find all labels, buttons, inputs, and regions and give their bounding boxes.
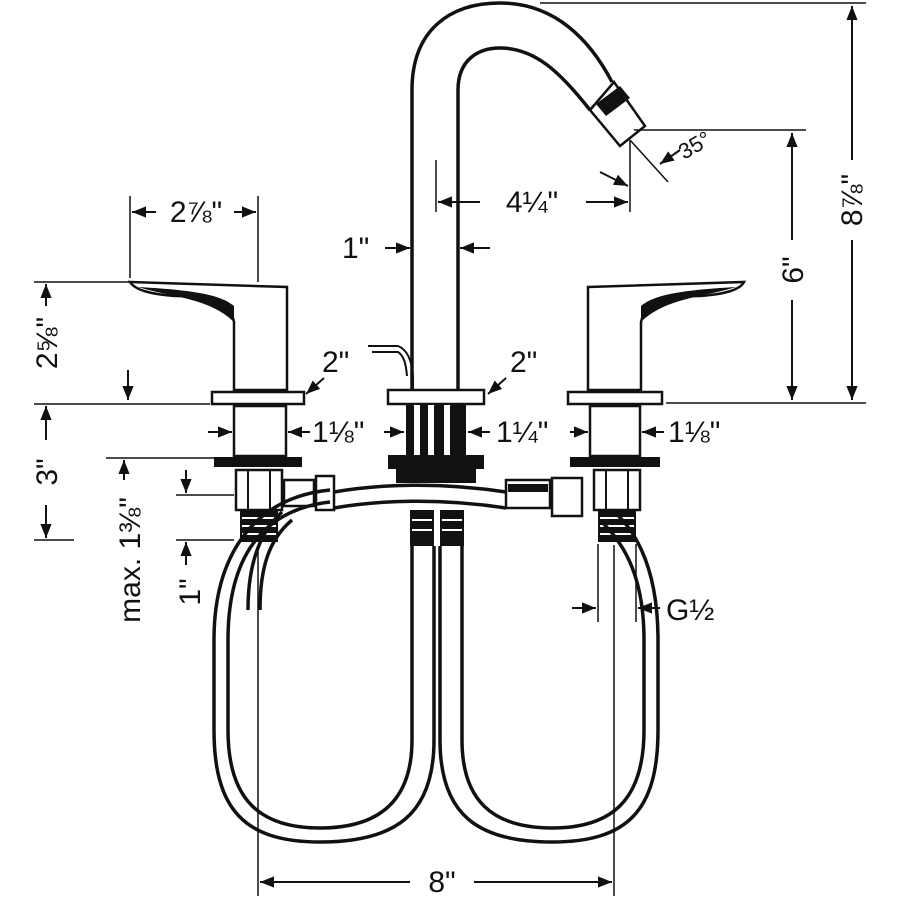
center-escutcheon (386, 388, 486, 406)
right-handle (566, 280, 747, 467)
dim-escutcheon-left: 2" (322, 346, 349, 379)
center-lift-rod (368, 345, 414, 392)
left-valve-connector (234, 468, 336, 542)
dim-spout-reach: 4¼" (506, 186, 558, 219)
dim-handle-width: 2⅞" (170, 196, 222, 229)
dimension-lines (34, 2, 866, 896)
supply-hoses (212, 483, 660, 844)
center-hose-stems (410, 510, 464, 546)
dim-min-deck: 1" (174, 578, 207, 605)
dim-valve-body-center: 1¼" (496, 416, 548, 449)
dim-shank-length: 3" (31, 458, 64, 485)
dim-center-spread: 8" (428, 866, 455, 899)
dim-spout-diameter: 1" (342, 232, 369, 265)
dim-connection-thread: G½ (666, 594, 714, 627)
dim-spout-clearance: 6" (777, 256, 810, 283)
right-valve-connector (504, 468, 642, 542)
dim-overall-height: 8⅞" (836, 174, 869, 226)
left-handle (127, 280, 306, 467)
dim-valve-body-left: 1⅛" (312, 416, 364, 449)
dim-deck-thickness: max. 1⅜" (114, 497, 147, 623)
dim-spout-angle: 35° (674, 126, 715, 164)
center-valve-body (388, 405, 484, 483)
dim-handle-height: 2⅝" (31, 317, 64, 369)
dim-escutcheon-center: 2" (510, 346, 537, 379)
dim-valve-body-right: 1⅛" (668, 416, 720, 449)
spout (410, 1, 647, 392)
